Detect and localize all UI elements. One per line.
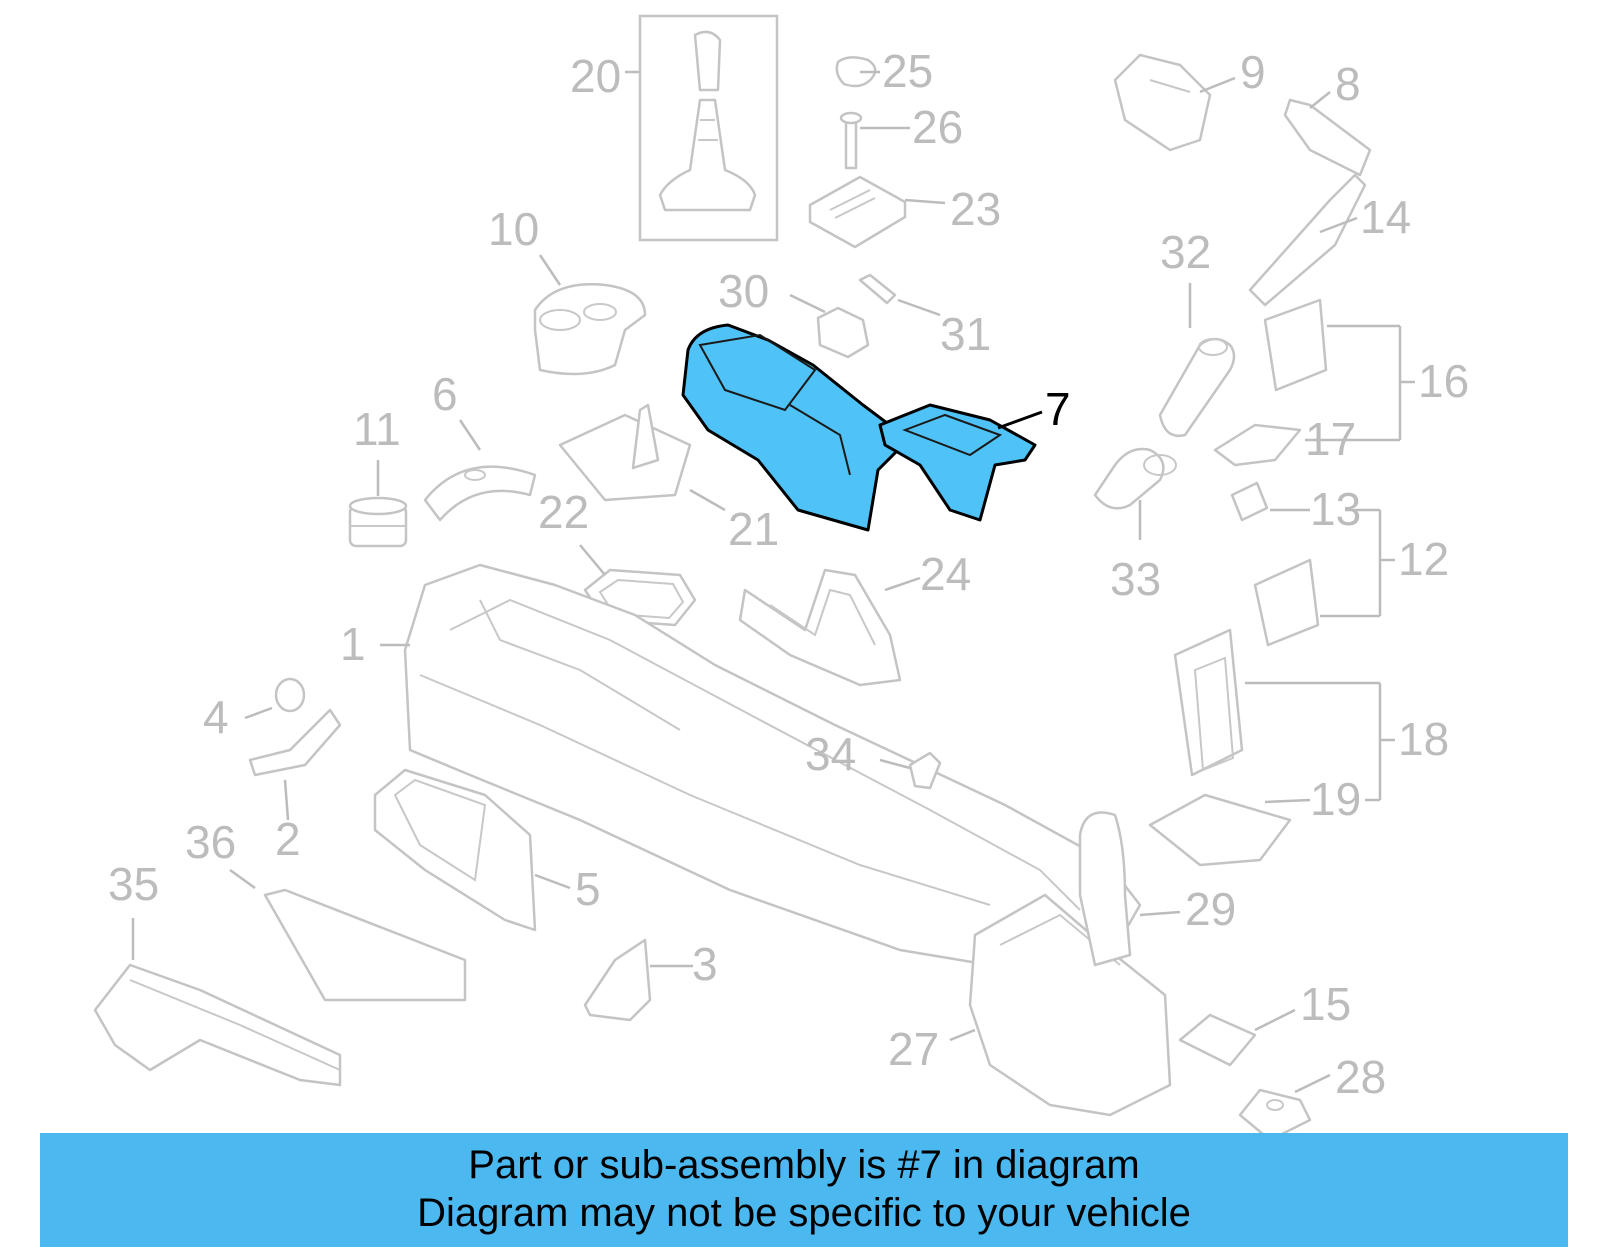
part-20-shift-boot[interactable] bbox=[638, 14, 779, 242]
callout-8: 8 bbox=[1335, 58, 1361, 110]
part-3-bracket[interactable] bbox=[583, 938, 652, 1022]
part-2-bracket[interactable] bbox=[248, 708, 342, 777]
callout-5: 5 bbox=[575, 863, 601, 915]
callout-29: 29 bbox=[1185, 883, 1236, 935]
callout-12: 12 bbox=[1398, 533, 1449, 585]
callout-22: 22 bbox=[538, 486, 589, 538]
part-31-clip[interactable] bbox=[858, 273, 897, 305]
part-4-plug[interactable] bbox=[274, 677, 306, 713]
callout-15: 15 bbox=[1300, 978, 1351, 1030]
part-11-cap[interactable] bbox=[348, 496, 408, 548]
callout-35: 35 bbox=[108, 858, 159, 910]
part-25-knob[interactable] bbox=[835, 56, 877, 88]
part-12-panel[interactable] bbox=[1253, 558, 1320, 647]
callout-13: 13 bbox=[1310, 483, 1361, 535]
callout-2: 2 bbox=[275, 813, 301, 865]
callout-32: 32 bbox=[1160, 226, 1211, 278]
part-19-tray[interactable] bbox=[1148, 793, 1292, 867]
part-29-lever[interactable] bbox=[1078, 811, 1132, 967]
part-23-shift-plate[interactable] bbox=[808, 175, 907, 249]
part-14-trim[interactable] bbox=[1248, 173, 1367, 307]
callout-30: 30 bbox=[718, 265, 769, 317]
part-13-switch[interactable] bbox=[1230, 481, 1269, 522]
callout-28: 28 bbox=[1335, 1051, 1386, 1103]
part-36-panel[interactable] bbox=[263, 888, 467, 1002]
callout-9: 9 bbox=[1240, 46, 1266, 98]
part-10-cupholder[interactable] bbox=[533, 283, 647, 376]
callout-19: 19 bbox=[1310, 773, 1361, 825]
callout-16: 16 bbox=[1418, 355, 1469, 407]
part-9-panel[interactable] bbox=[1113, 53, 1212, 152]
part-33-switch[interactable] bbox=[1093, 447, 1177, 510]
part-26-pin[interactable] bbox=[839, 111, 863, 170]
part-35-rail[interactable] bbox=[93, 963, 342, 1087]
part-1-console-base[interactable] bbox=[403, 563, 1142, 972]
part-24-frame[interactable] bbox=[738, 568, 902, 687]
banner-line-1: Part or sub-assembly is #7 in diagram bbox=[468, 1143, 1140, 1187]
part-17-bracket[interactable] bbox=[1213, 423, 1302, 467]
callout-24: 24 bbox=[920, 548, 971, 600]
part-21-shift-boot[interactable] bbox=[558, 403, 692, 502]
callout-10: 10 bbox=[488, 203, 539, 255]
part-15-pad[interactable] bbox=[1178, 1013, 1257, 1067]
leader-lines bbox=[131, 70, 1415, 1094]
callout-31: 31 bbox=[940, 308, 991, 360]
callout-26: 26 bbox=[912, 101, 963, 153]
callout-3: 3 bbox=[692, 938, 718, 990]
callout-18: 18 bbox=[1398, 713, 1449, 765]
callout-6: 6 bbox=[432, 368, 458, 420]
callout-34: 34 bbox=[805, 728, 856, 780]
part-16-panel[interactable] bbox=[1263, 298, 1328, 392]
callout-27: 27 bbox=[888, 1023, 939, 1075]
part-8-panel[interactable] bbox=[1283, 98, 1372, 177]
callout-23: 23 bbox=[950, 183, 1001, 235]
part-27-rear-console[interactable] bbox=[968, 893, 1172, 1117]
callout-labels: 1 2 3 4 5 6 7 8 9 10 11 12 13 14 15 16 1… bbox=[108, 45, 1469, 1103]
banner-line-2: Diagram may not be specific to your vehi… bbox=[417, 1191, 1191, 1235]
callout-33: 33 bbox=[1110, 553, 1161, 605]
callout-1: 1 bbox=[340, 618, 366, 670]
callout-25: 25 bbox=[882, 45, 933, 97]
callout-21: 21 bbox=[728, 503, 779, 555]
info-banner: Part or sub-assembly is #7 in diagram Di… bbox=[40, 1133, 1568, 1247]
part-5-side-panel[interactable] bbox=[373, 768, 537, 932]
part-6-trim[interactable] bbox=[423, 465, 537, 522]
callout-17: 17 bbox=[1305, 413, 1356, 465]
callout-14: 14 bbox=[1360, 191, 1411, 243]
callout-36: 36 bbox=[185, 816, 236, 868]
part-34-bolt[interactable] bbox=[908, 751, 942, 790]
callout-4: 4 bbox=[203, 691, 229, 743]
part-7-armrest[interactable] bbox=[681, 323, 1037, 532]
part-30-bracket[interactable] bbox=[816, 306, 870, 359]
callout-20: 20 bbox=[570, 50, 621, 102]
callout-11: 11 bbox=[353, 403, 401, 455]
part-18-panel[interactable] bbox=[1173, 628, 1244, 777]
part-32-switch[interactable] bbox=[1158, 337, 1236, 438]
callout-7: 7 bbox=[1045, 383, 1071, 435]
